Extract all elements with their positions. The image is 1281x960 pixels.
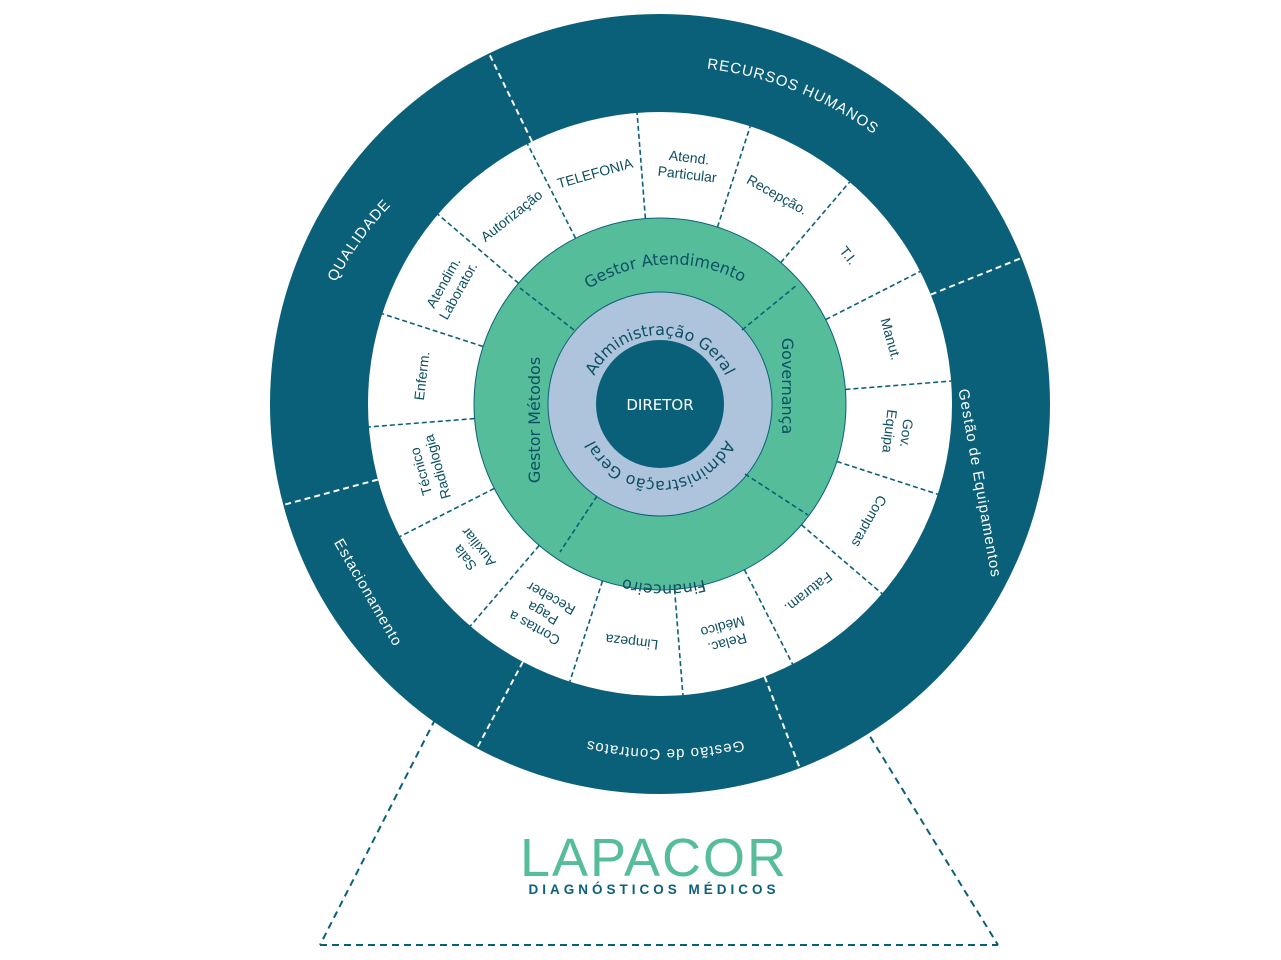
director-center — [596, 340, 724, 468]
department-divider — [382, 313, 484, 348]
outer-divider — [475, 661, 524, 751]
lapacor-logo: LAPACOR DIAGNÓSTICOS MÉDICOS — [520, 828, 788, 897]
department-divider — [825, 270, 921, 321]
outer-divider — [487, 51, 533, 142]
department-limpeza: Limpeza — [604, 631, 659, 653]
department-divider — [569, 580, 604, 682]
department-label-line: Limpeza — [604, 631, 659, 653]
logo-tagline: DIAGNÓSTICOS MÉDICOS — [528, 882, 779, 897]
manager-dividers — [519, 284, 809, 553]
logo-name: LAPACOR — [520, 828, 788, 888]
department-divider — [368, 417, 475, 428]
department-gov-equipa: Gov.Equipa — [879, 409, 917, 456]
department-label-line: Gov. — [897, 418, 916, 448]
department-divider — [743, 569, 794, 665]
department-label-line: Atend. — [668, 147, 710, 168]
department-divider — [673, 589, 684, 696]
department-divider — [399, 487, 495, 538]
department-tecnico-radiologia: TécnicoRadiologia — [404, 433, 454, 506]
department-divider — [716, 126, 751, 228]
manager-label-governanca: Governança — [778, 338, 797, 434]
department-divider — [469, 544, 540, 627]
department-divider — [800, 524, 883, 595]
department-divider — [636, 112, 647, 219]
department-label-line: Equipa — [879, 409, 900, 454]
department-enferm: Enferm. — [411, 351, 433, 402]
outer-ring-dividers — [281, 51, 1024, 771]
department-divider — [836, 460, 938, 495]
department-label-line: Enferm. — [411, 351, 433, 402]
department-dividers — [368, 112, 952, 696]
manager-label-metodos: Gestor Métodos — [525, 357, 544, 483]
outer-divider — [281, 478, 379, 507]
outer-divider — [930, 256, 1024, 296]
director-label: DIRETOR — [626, 396, 693, 414]
department-divider — [845, 380, 952, 391]
department-divider — [526, 143, 577, 239]
department-divider — [437, 213, 520, 284]
department-label-line: Particular — [657, 163, 718, 186]
department-atend-particular: Atend.Particular — [657, 146, 720, 186]
department-divider — [780, 181, 851, 264]
outer-divider — [763, 676, 802, 771]
